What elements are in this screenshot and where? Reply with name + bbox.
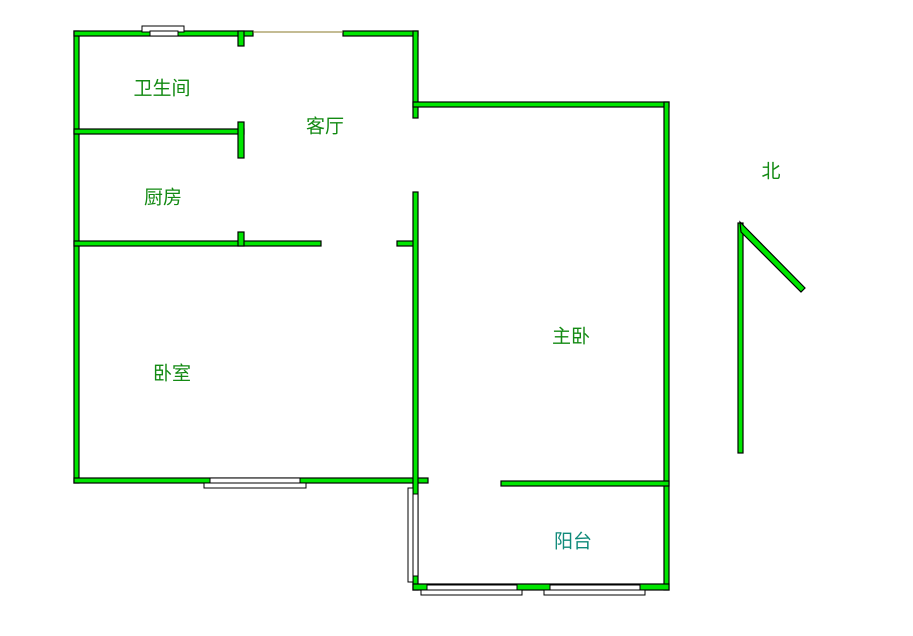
window-balcony-south-1-sash	[426, 584, 518, 591]
wall-master-east	[663, 101, 670, 591]
window-balcony-west	[407, 487, 414, 583]
window-balcony-south-2	[543, 589, 646, 596]
room-label-kitchen: 厨房	[144, 187, 182, 209]
north-arrow-shaft	[737, 222, 744, 454]
wall-balcony-north	[500, 480, 670, 487]
window-bedroom	[203, 482, 307, 489]
window-balcony-west-sash	[412, 493, 419, 577]
room-label-balcony: 阳台	[554, 531, 592, 553]
wall-living-east-upper	[412, 30, 419, 119]
wall-stub-bath	[237, 121, 245, 159]
wall-bath-kitchen	[73, 128, 245, 135]
wall-balcony-south	[412, 583, 670, 591]
room-labels: 卫生间 客厅 厨房 卧室 主卧 阳台	[133, 78, 592, 553]
wall-stub-top	[237, 30, 245, 47]
walls	[73, 30, 670, 591]
wall-kitchen-bedroom	[73, 240, 322, 247]
room-label-living-room: 客厅	[306, 116, 344, 138]
room-label-bathroom: 卫生间	[133, 78, 190, 100]
window-bathroom-sash	[149, 30, 179, 37]
room-label-master-bedroom: 主卧	[552, 326, 590, 348]
north-arrow: 北	[737, 161, 806, 454]
window-balcony-south-1	[420, 589, 523, 596]
window-balcony-south-2-sash	[549, 584, 641, 591]
compass-label: 北	[761, 161, 780, 183]
room-label-bedroom: 卧室	[153, 363, 191, 385]
wall-master-north	[412, 101, 670, 108]
north-arrow-head	[739, 220, 806, 293]
windows	[141, 25, 646, 596]
window-bedroom-sash	[209, 477, 301, 484]
wall-north-right	[342, 30, 419, 37]
wall-stub-kitchen	[237, 231, 245, 247]
wall-west	[73, 30, 80, 484]
